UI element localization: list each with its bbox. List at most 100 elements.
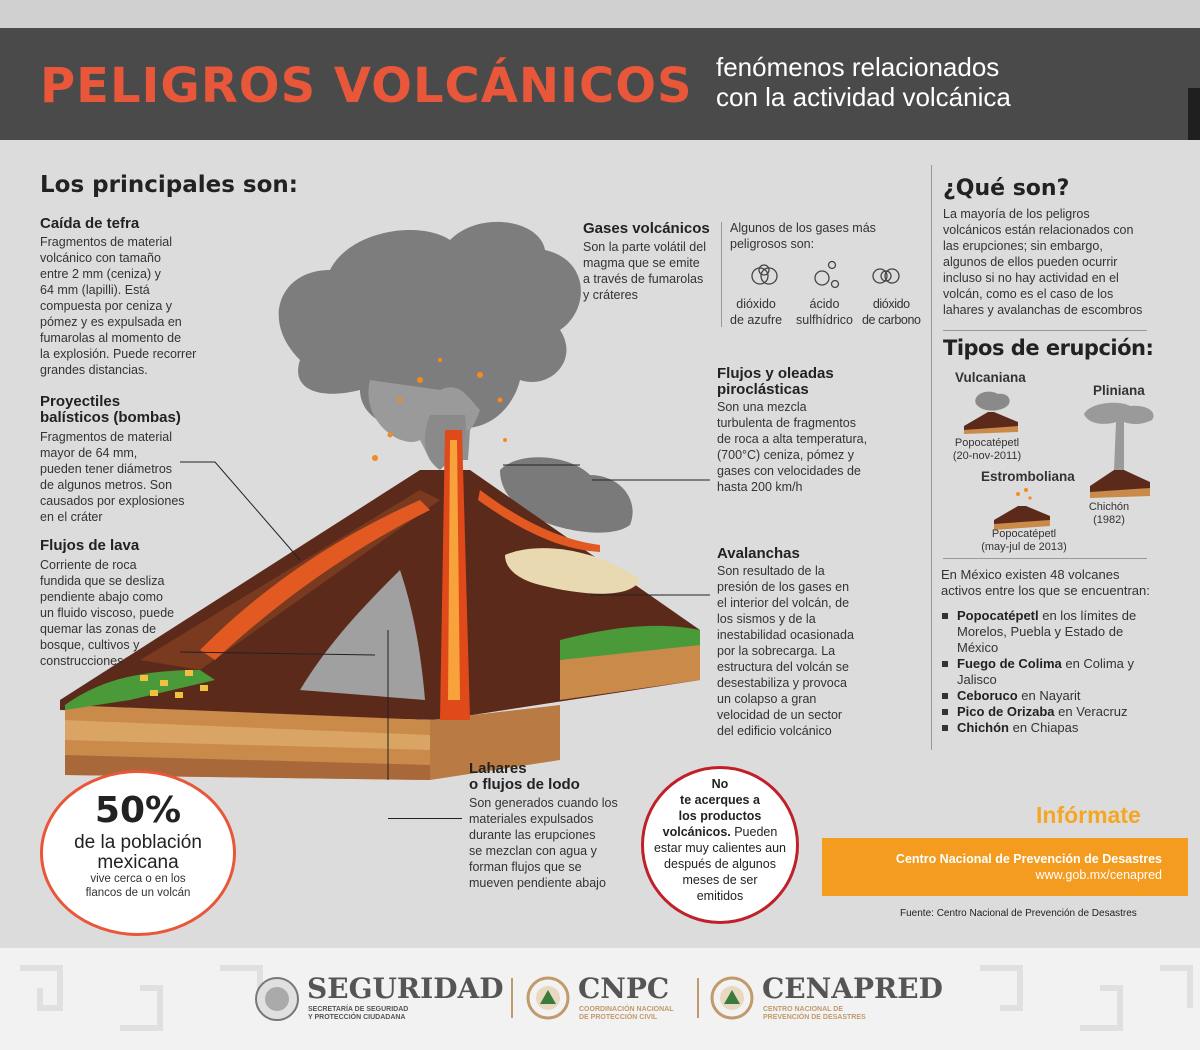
caption-line: (may-jul de 2013) [981,541,1067,553]
seguridad-logo: SEGURIDAD [307,972,504,1005]
source-note: Fuente: Centro Nacional de Prevención de… [900,908,1137,919]
piroclasticos-body: Son una mezcla turbulenta de fragmentos de… [717,399,917,495]
gas-item: ácido sulfhídrico [796,296,853,328]
header-bar [0,28,1200,140]
caption-line: Popocatépetl [991,528,1057,540]
bullet-icon [942,693,948,699]
vulcaniana-icon [964,391,1018,434]
volcano-name: Ceboruco [957,688,1018,703]
bullet-icon [942,725,948,731]
lava-line: construcciones [40,654,124,668]
proyectiles-title-line: Proyectiles [40,393,121,410]
main-heading: Los principales son: [40,172,298,198]
gases-divider [721,222,722,327]
tefra-line: entre 2 mm (ceniza) y [40,267,161,281]
lava-line: un fluido viscoso, puede [40,606,175,620]
informate-url[interactable]: www.gob.mx/cenapred [1035,868,1162,882]
lahares-line: forman flujos que se [469,860,582,874]
avalanchas-line: los sismos y de la [717,612,816,626]
lava-line: quemar las zonas de [40,622,157,636]
page-title: PELIGROS VOLCÁNICOS [40,58,693,114]
subtitle-line: con la actividad volcánica [716,82,1011,112]
avalanchas-line: inestabilidad ocasionada [717,628,854,642]
piroclasticos-line: turbulenta de fragmentos [717,416,856,430]
warning-line: los productos [678,809,762,823]
logo-sub-line: PREVENCIÓN DE DESASTRES [763,1014,866,1021]
lahares-title-line: Lahares [469,760,527,777]
hydrogen-sulfide-icon [814,260,840,289]
tefra-line: fumarolas al momento de [40,331,182,345]
proyectiles-line: de algunos metros. Son [40,478,173,492]
population-note: vive cerca o en los [90,873,186,885]
gases-line: magma que se emite [583,256,700,270]
divider [943,558,1147,559]
volcano-location: en los límites de Morelos, Puebla y Esta… [957,608,1137,655]
proyectiles-line: mayor de 64 mm, [40,446,138,460]
volcano-name: Fuego de Colima [957,656,1062,671]
warning-line: meses de ser [682,873,758,887]
piroclasticos-line: Son una mezcla [717,400,807,414]
piroclasticos-title-line: piroclásticas [717,381,809,398]
divider [943,330,1147,331]
volcano-name: Chichón [957,720,1009,735]
warning-line: No [711,777,729,791]
lava-line: Corriente de roca [40,558,137,572]
piroclasticos-line: de roca a alta temperatura, [717,432,868,446]
logo-sub-line: CENTRO NACIONAL DE [763,1006,843,1013]
volcanes-intro-line: En México existen 48 volcanes [941,567,1120,582]
avalanche-deposit [505,548,640,594]
lava-line: pendiente abajo como [40,590,164,604]
estromboliana-caption: Popocatépetl (may-jul de 2013) [976,528,1072,554]
bullet-icon [942,613,948,619]
leader-lines [179,461,710,780]
volcano-illustration [60,221,710,780]
lava-line: bosque, cultivos y [40,638,140,652]
logo-divider [697,978,699,1018]
lava-line: fundida que se desliza [40,574,165,588]
grass-right [560,625,700,660]
carbon-dioxide-icon [872,268,900,284]
tefra-line: pómez y es expulsada en [40,315,182,329]
avalanchas-line: estructura del volcán se [717,660,850,674]
piroclasticos-title-line: Flujos y oleadas [717,365,834,382]
pyroclastic-cloud [500,457,633,533]
piroclasticos-line: hasta 200 km/h [717,480,803,494]
cenapred-emblem-icon [710,976,754,1020]
ballistic-bombs [372,358,507,461]
volcanes-intro-line: activos entre los que se encuentran: [941,583,1150,598]
population-note: flancos de un volcán [85,887,191,899]
informate-box: Centro Nacional de Prevención de Desastr… [822,838,1188,896]
tefra-line: compuesta por ceniza y [40,299,173,313]
que-son-line: volcánicos están relacionados con [943,223,1134,237]
volcano-list: Popocatépetl en los límites de Morelos, … [941,608,1161,736]
volcano-location: en Veracruz [1054,704,1128,719]
caption-line: Popocatépetl [954,437,1020,449]
volcano-list-item: Chichón en Chiapas [941,720,1161,736]
piroclasticos-line: (700°C) ceniza, pómez y [717,448,854,462]
volcano-location: en Nayarit [1017,688,1081,703]
volcano-list-item: Fuego de Colima en Colima y Jalisco [941,656,1161,688]
population-line: de la población [74,832,202,853]
lahares-title-line: o flujos de lodo [469,776,580,793]
lahares-line: Son generados cuando los [469,796,618,810]
avalanchas-line: del edificio volcánico [717,724,832,738]
tefra-line: Fragmentos de material [40,235,173,249]
gas-item-line: ácido [809,297,840,311]
sulfur-dioxide-icon [751,264,778,285]
lahares-line: se mezclan con agua y [469,844,597,858]
houses [140,670,208,698]
avalanchas-line: un colapso a gran [717,692,817,706]
footer: SEGURIDAD SECRETARÍA DE SEGURIDAD Y PROT… [0,948,1200,1050]
volcano-name: Pico de Orizaba [957,704,1055,719]
avalanchas-line: velocidad de un sector [717,708,843,722]
warning-line: emitidos [696,889,744,903]
proyectiles-title: Proyectiles balísticos (bombas) [40,394,181,426]
logo-sub-line: SECRETARÍA DE SEGURIDAD [308,1006,409,1013]
warning-line: volcánicos. Pueden [641,824,799,840]
cnpc-logo: CNPC [578,972,670,1005]
gas-item-line: dióxido [736,297,776,311]
